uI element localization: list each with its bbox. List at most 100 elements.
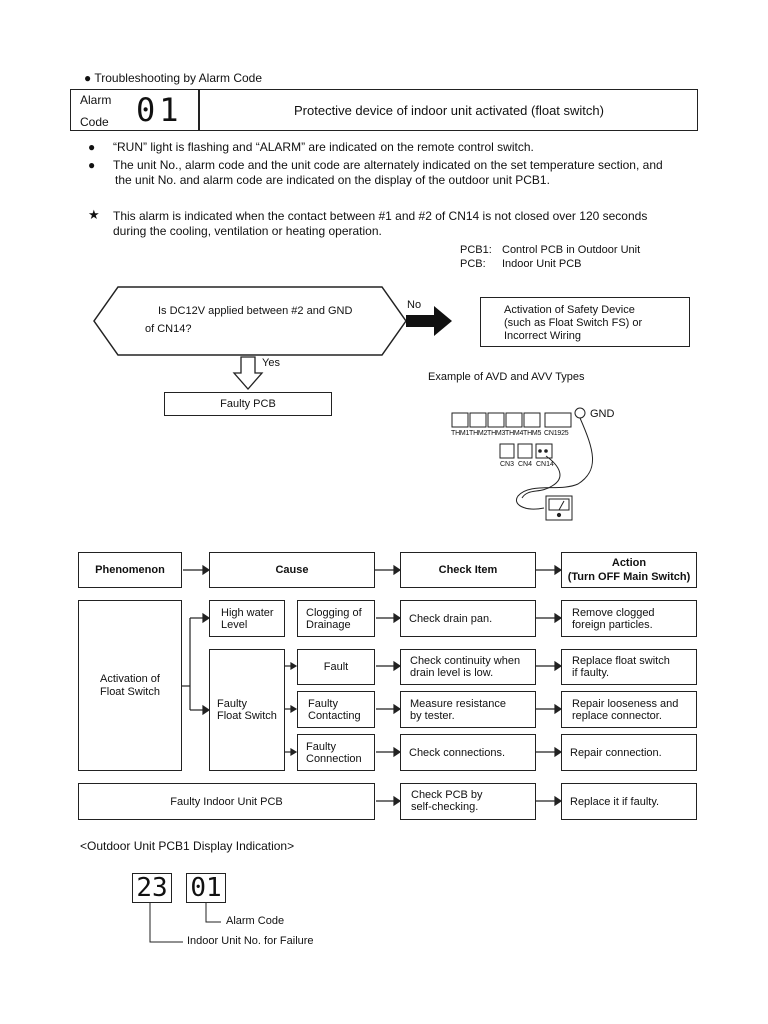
check-connections: Check connections. [400, 734, 536, 771]
connector-label: CN4 [518, 461, 533, 468]
action-text: if faulty. [572, 667, 610, 679]
check-text: drain level is low. [410, 667, 494, 679]
faulty-pcb-box: Faulty PCB [164, 392, 332, 416]
note-text: This alarm is indicated when the contact… [113, 209, 648, 223]
header-action: Action (Turn OFF Main Switch) [561, 552, 697, 588]
cause-text: Clogging of [306, 607, 362, 619]
yes-arrow [232, 356, 264, 390]
box-text: Incorrect Wiring [504, 330, 582, 342]
section-title-text: Troubleshooting by Alarm Code [94, 71, 263, 85]
connector-label: CN3 [500, 461, 515, 468]
note-text: The unit No., alarm code and the unit co… [113, 158, 663, 172]
cause-text: Level [221, 619, 248, 631]
note-marker: ● [88, 158, 96, 172]
check-resistance: Measure resistance by tester. [400, 691, 536, 728]
cause-fault: Fault [297, 649, 375, 685]
cause-text: Faulty [308, 698, 338, 710]
check-text: by tester. [410, 710, 455, 722]
alarm-code-table [70, 89, 698, 131]
note-text: the unit No. and alarm code are indicate… [115, 173, 550, 187]
action-text: foreign particles. [572, 619, 653, 631]
action-text: Replace float switch [572, 655, 670, 667]
table-divider [198, 89, 200, 131]
action-remove-clogged: Remove clogged foreign particles. [561, 600, 697, 637]
action-replace-float-switch: Replace float switch if faulty. [561, 649, 697, 685]
check-pcb-self: Check PCB by self-checking. [400, 783, 536, 820]
note-marker: ● [88, 140, 96, 154]
check-continuity: Check continuity when drain level is low… [400, 649, 536, 685]
cause-text: Contacting [308, 710, 361, 722]
no-label: No [407, 299, 422, 311]
cause-text: Connection [306, 753, 362, 765]
phenomenon-float-switch: Activation of Float Switch [78, 600, 182, 771]
no-arrow [406, 306, 452, 336]
connector-label: THM5 [523, 430, 542, 437]
decision-hexagon [93, 286, 407, 356]
section-title: ● Troubleshooting by Alarm Code [84, 71, 262, 85]
check-drain-pan: Check drain pan. [400, 600, 536, 637]
alarm-code-label: Alarm Code [226, 915, 285, 927]
check-text: Check PCB by [411, 789, 483, 801]
cause-high-water: High water Level [209, 600, 285, 637]
check-text: self-checking. [411, 801, 479, 813]
note-text: “RUN” light is flashing and “ALARM” are … [113, 140, 534, 154]
check-text: Measure resistance [410, 698, 506, 710]
box-text: (such as Float Switch FS) or [504, 317, 643, 329]
wiring-diagram [451, 407, 593, 521]
cause-text: Faulty [217, 698, 247, 710]
unit-no-display: 23 [132, 873, 172, 903]
bullet: ● [84, 71, 92, 85]
cause-text: Drainage [306, 619, 351, 631]
legend-value: Control PCB in Outdoor Unit [502, 244, 641, 256]
callout-lines [149, 903, 221, 943]
cause-faulty-connection: Faulty Connection [297, 734, 375, 771]
connector-label: THM2 [469, 430, 488, 437]
header-cause: Cause [209, 552, 375, 588]
cause-text: Faulty [306, 741, 336, 753]
decision-question: Is DC12V applied between #2 and GND [158, 305, 353, 317]
action-repair-looseness: Repair looseness and replace connector. [561, 691, 697, 728]
display-heading: <Outdoor Unit PCB1 Display Indication> [80, 839, 295, 853]
phenomenon-faulty-indoor-pcb: Faulty Indoor Unit PCB [78, 783, 375, 820]
unit-no-label: Indoor Unit No. for Failure [187, 935, 314, 947]
check-text: Check continuity when [410, 655, 521, 667]
action-text: Remove clogged [572, 607, 655, 619]
safety-device-box: Activation of Safety Device (such as Flo… [480, 297, 690, 347]
cause-clogging: Clogging of Drainage [297, 600, 375, 637]
action-text: Repair looseness and [572, 698, 679, 710]
action-repair-connection: Repair connection. [561, 734, 697, 771]
cause-text: Float Switch [217, 710, 277, 722]
phenomenon-text: Activation of [100, 673, 160, 685]
legend-key: PCB: [460, 258, 486, 270]
action-replace-if-faulty: Replace it if faulty. [561, 783, 697, 820]
table-arrows [182, 564, 563, 807]
decision-question: of CN14? [145, 323, 192, 335]
cause-faulty-float-switch: Faulty Float Switch [209, 649, 285, 771]
header-check-item: Check Item [400, 552, 536, 588]
cause-faulty-contacting: Faulty Contacting [297, 691, 375, 728]
connector-label: CN14 [536, 461, 554, 468]
legend-value: Indoor Unit PCB [502, 258, 582, 270]
connector-label: CN1925 [544, 430, 569, 437]
connector-label: THM4 [505, 430, 524, 437]
wiring-caption: Example of AVD and AVV Types [428, 371, 585, 383]
cause-text: High water [221, 607, 274, 619]
code-label: Code [80, 115, 109, 129]
connector-label: THM3 [487, 430, 506, 437]
action-text: replace connector. [572, 710, 662, 722]
legend-key: PCB1: [460, 244, 492, 256]
phenomenon-text: Float Switch [100, 686, 160, 698]
note-star-marker: ★ [88, 207, 100, 222]
header-phenomenon: Phenomenon [78, 552, 182, 588]
header-action-line1: Action [611, 557, 647, 569]
alarm-label: Alarm [80, 93, 112, 107]
alarm-description: Protective device of indoor unit activat… [294, 102, 604, 118]
note-text: during the cooling, ventilation or heati… [113, 224, 382, 238]
gnd-label: GND [590, 408, 615, 420]
connector-label: THM1 [451, 430, 470, 437]
yes-label: Yes [262, 357, 280, 369]
alarm-code-display-small: 01 [186, 873, 226, 903]
alarm-code-display: 01 [136, 91, 183, 129]
box-text: Activation of Safety Device [504, 304, 635, 316]
